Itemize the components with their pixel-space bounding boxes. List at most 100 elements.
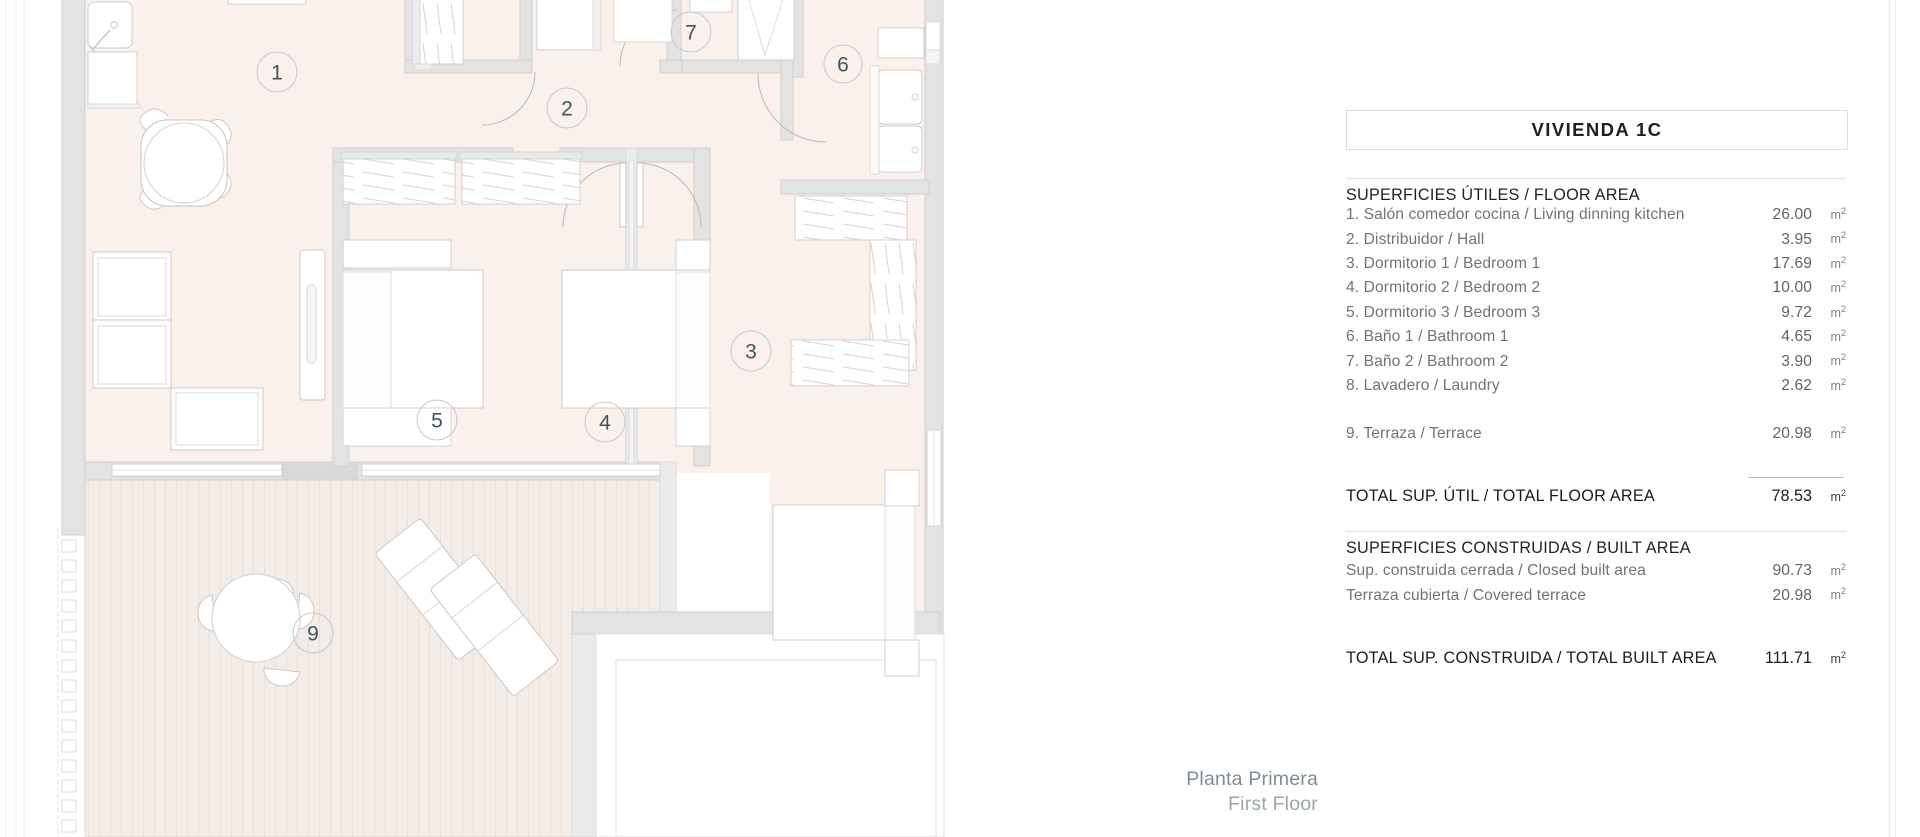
dining-set [139,108,232,210]
floor-area-unit: m2 [1830,327,1846,345]
floor-caption-en: First Floor [1228,793,1318,816]
floor-caption: Planta Primera First Floor [1186,767,1318,817]
floor-area-value: 17.69 [1772,254,1812,272]
room-marker-circle [546,87,588,129]
room-marker-circle [416,399,458,441]
floor-area-room-list: 1. Salón comedor cocina / Living dinning… [1346,206,1846,401]
floor-area-heading: SUPERFICIES ÚTILES / FLOOR AREA [1346,178,1846,205]
built-area-value: 90.73 [1772,562,1812,580]
floor-area-unit: m2 [1830,206,1846,223]
floor-area-label: 8. Lavadero / Laundry [1346,376,1500,394]
adjacent-unit-below [595,633,945,837]
built-area-heading: SUPERFICIES CONSTRUIDAS / BUILT AREA [1346,531,1846,558]
built-area-row: Sup. construida cerrada / Closed built a… [1346,562,1846,586]
unit-title-box: VIVIENDA 1C [1346,110,1848,150]
room-marker-circle [584,401,626,443]
total-built-area-unit: m2 [1830,649,1846,666]
floor-area-label: 5. Dormitorio 3 / Bedroom 3 [1346,303,1541,321]
terrace-area-value: 20.98 [1772,425,1812,443]
room-marker-circle [256,51,298,93]
built-area-label: Terraza cubierta / Covered terrace [1346,586,1587,604]
room-marker-number: 7 [685,22,697,45]
floor-area-unit: m2 [1830,376,1846,393]
hall-details [413,0,673,71]
floor-area-value: 26.00 [1772,206,1812,224]
room-marker-circle [823,44,863,84]
room-marker-9: 9 [292,612,334,654]
room-number-markers: 1 2 3 4 5 6 7 9 [256,11,863,654]
total-floor-area-label: TOTAL SUP. ÚTIL / TOTAL FLOOR AREA [1346,487,1655,505]
floor-area-unit: m2 [1830,303,1846,320]
room-marker-4: 4 [584,401,626,443]
room-marker-number: 1 [271,62,283,85]
room-marker-number: 5 [431,410,443,433]
total-floor-area-rule [1748,477,1844,478]
floor-area-unit: m2 [1830,254,1846,271]
floor-area-row: 8. Lavadero / Laundry 2.62 m2 [1346,377,1846,401]
room-marker-6: 6 [823,44,863,84]
living-room-furniture [92,108,326,451]
built-area-unit: m2 [1830,586,1846,603]
floor-area-row: 6. Baño 1 / Bathroom 1 4.65 m2 [1346,328,1846,352]
windows [111,429,942,527]
room-marker-3: 3 [730,330,772,372]
kitchen-fixtures [87,0,307,109]
floor-plan-drawing: 1 2 3 4 5 6 7 9 [5,0,945,837]
floor-caption-es: Planta Primera [1186,768,1318,791]
floor-plan-canvas: 1 2 3 4 5 6 7 9 Planta Primera First Floor [5,0,1318,837]
floor-area-label: 3. Dormitorio 1 / Bedroom 1 [1346,254,1541,272]
built-area-value: 20.98 [1772,586,1812,604]
room-marker-circle [670,11,712,53]
floor-area-value: 3.90 [1781,352,1812,370]
total-floor-area-row: TOTAL SUP. ÚTIL / TOTAL FLOOR AREA 78.53… [1346,487,1846,513]
room-marker-5: 5 [416,399,458,441]
total-built-area-label: TOTAL SUP. CONSTRUIDA / TOTAL BUILT AREA [1346,649,1717,667]
floor-area-row: 3. Dormitorio 1 / Bedroom 1 17.69 m2 [1346,255,1846,279]
total-built-area-row: TOTAL SUP. CONSTRUIDA / TOTAL BUILT AREA… [1346,649,1846,675]
floor-area-row: 1. Salón comedor cocina / Living dinning… [1346,206,1846,230]
total-built-area-value: 111.71 [1764,649,1812,667]
floor-area-value: 4.65 [1781,328,1812,346]
floor-area-unit: m2 [1830,230,1846,247]
total-floor-area-value: 78.53 [1771,487,1812,505]
floor-area-label: 2. Distribuidor / Hall [1346,230,1485,248]
sun-lounger-2 [430,554,558,696]
terrace-dining-set [197,573,315,687]
floor-area-value: 10.00 [1772,279,1812,297]
floor-area-row: 4. Dormitorio 2 / Bedroom 2 10.00 m2 [1346,279,1846,303]
built-area-unit: m2 [1830,562,1846,579]
wardrobes [340,0,917,387]
terrace-furniture [57,518,558,837]
sheet-right-rule [1889,0,1890,837]
room-marker-number: 2 [561,98,573,121]
floor-area-label: 1. Salón comedor cocina / Living dinning… [1346,206,1685,224]
room-marker-number: 4 [599,412,611,435]
total-floor-area-unit: m2 [1830,487,1846,504]
room-marker-1: 1 [256,51,298,93]
floor-area-label: 7. Baño 2 / Bathroom 2 [1346,352,1509,370]
built-area-row: Terraza cubierta / Covered terrace 20.98 m… [1346,586,1846,610]
room-marker-number: 6 [837,54,849,77]
terrace-area-unit: m2 [1830,425,1846,442]
unit-title: VIVIENDA 1C [1531,119,1663,140]
floor-area-row: 7. Baño 2 / Bathroom 2 3.90 m2 [1346,352,1846,376]
floor-area-unit: m2 [1830,279,1846,296]
built-area-row-list: Sup. construida cerrada / Closed built a… [1346,562,1846,611]
room-marker-number: 9 [307,623,319,646]
room-marker-circle [730,330,772,372]
terrace-floor [84,477,661,837]
floor-area-unit: m2 [1830,352,1846,369]
area-schedule-panel: VIVIENDA 1C SUPERFICIES ÚTILES / FLOOR A… [1340,0,1920,837]
room-marker-2: 2 [546,87,588,129]
floor-area-label: 6. Baño 1 / Bathroom 1 [1346,328,1509,346]
floor-area-label: 4. Dormitorio 2 / Bedroom 2 [1346,279,1541,297]
terrace-railing [57,528,77,837]
room-marker-7: 7 [670,11,712,53]
sheet-right-rule-2 [1895,0,1896,837]
floor-area-value: 2.62 [1781,376,1812,394]
built-area-label: Sup. construida cerrada / Closed built a… [1346,562,1646,580]
